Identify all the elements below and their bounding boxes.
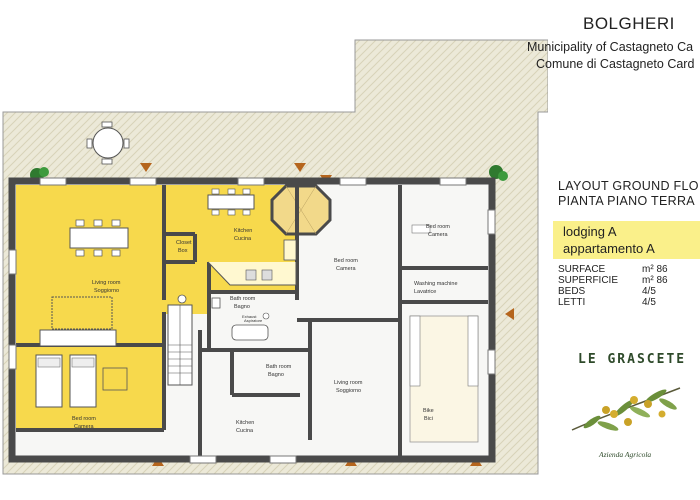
room-label-closet-it: Box	[178, 248, 188, 254]
room-label-living-b: Living room	[334, 380, 363, 386]
floor-plan: Closet Box Kitchen Cucina Living room So…	[2, 39, 548, 475]
room-label-bath-a-it: Bagno	[234, 304, 250, 310]
spec-value: 4/5	[642, 286, 656, 297]
room-label-exhaust-it: Aspiratore	[244, 318, 263, 323]
spec-label: LETTI	[558, 297, 586, 308]
brand-logo-text: LE GRASCETE	[578, 352, 687, 367]
page-title: BOLGHERI	[583, 14, 675, 33]
bath-fixtures	[177, 294, 270, 341]
room-label-washing-it: Lavatrice	[414, 289, 436, 295]
room-label-kitchen-b-it: Cucina	[236, 428, 254, 434]
room-label-kitchen-a-it: Cucina	[234, 236, 252, 242]
room-label-bed-a-it: Camera	[74, 424, 95, 430]
municipality-it: Comune di Castagneto Card	[536, 57, 695, 71]
room-label-living-a: Living room	[92, 280, 121, 286]
lodging-label-en: lodging A	[563, 224, 617, 239]
bike-storage	[409, 224, 479, 443]
room-label-bed-center: Bed room	[334, 258, 358, 264]
octagon-entry	[270, 184, 332, 236]
lodging-highlight-box	[553, 221, 700, 259]
room-label-kitchen-b: Kitchen	[236, 420, 254, 426]
room-label-bed-right: Bed room	[426, 224, 450, 230]
room-label-bike: Bike	[423, 408, 434, 414]
room-label-living-a-it: Soggiorno	[94, 288, 119, 294]
kitchen-table	[207, 188, 255, 216]
spec-value: 4/5	[642, 297, 656, 308]
sofa	[39, 296, 117, 347]
outdoor-table	[86, 121, 130, 165]
bed-icon	[35, 354, 128, 408]
dining-table	[69, 219, 129, 257]
room-label-bath-b-it: Bagno	[268, 372, 284, 378]
room-label-exhaust: Exhaust	[242, 314, 257, 319]
spec-value: m² 86	[642, 275, 668, 286]
room-label-washing: Washing machine	[414, 281, 458, 287]
spec-label: SURFACE	[558, 264, 606, 275]
windows	[8, 177, 496, 464]
olive-branch-icon	[571, 387, 681, 431]
room-label-bed-center-it: Camera	[336, 266, 357, 272]
spec-label: BEDS	[558, 286, 586, 297]
layout-title-it: PIANTA PIANO TERRA	[558, 194, 695, 208]
spec-value: m² 86	[642, 264, 668, 275]
lodging-label-it: appartamento A	[563, 241, 655, 256]
staircase	[167, 304, 193, 386]
municipality-en: Municipality of Castagneto Ca	[527, 40, 694, 54]
brand-subtitle: Azienda Agricola	[599, 450, 652, 459]
room-label-bath-b: Bath room	[266, 364, 292, 370]
room-label-closet: Closet	[176, 240, 192, 246]
spec-label: SUPERFICIE	[558, 275, 619, 286]
kitchen-counter	[207, 239, 297, 286]
room-label-bike-it: Bici	[424, 416, 433, 422]
room-label-bed-a: Bed room	[72, 416, 96, 422]
room-label-bed-right-it: Camera	[428, 232, 449, 238]
room-label-bath-a: Bath room	[230, 296, 256, 302]
room-label-living-b-it: Soggiorno	[336, 388, 361, 394]
room-label-kitchen-a: Kitchen	[234, 228, 252, 234]
layout-title-en: LAYOUT GROUND FLO	[558, 179, 699, 193]
